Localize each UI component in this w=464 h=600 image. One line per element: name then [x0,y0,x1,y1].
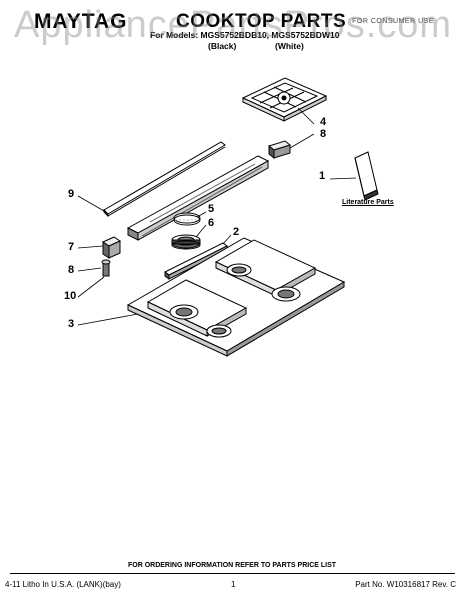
cooktop-drawing [126,237,346,357]
corner-note: FOR CONSUMER USE [352,18,434,25]
page-number: 1 [231,580,236,589]
callout-1: 1 [319,170,326,182]
brand-logo: MAYTAG [34,10,128,33]
callout-4: 4 [320,116,327,128]
screw-drawing [101,259,111,277]
models-line: For Models: MGS5752BDB10, MGS5752BDW10 [150,30,340,40]
part-number: Part No. W10316817 Rev. C [355,580,456,589]
grate-drawing [241,77,328,122]
callout-7: 7 [68,241,75,253]
ordering-note: FOR ORDERING INFORMATION REFER TO PARTS … [127,562,337,569]
footer-divider [10,573,455,574]
callout-8-bottom: 8 [68,264,75,276]
watermark: AppliancePartsPros.com [14,4,453,46]
callout-8-top: 8 [320,128,327,140]
color-white-label: (White) [275,41,304,51]
callout-2: 2 [233,226,240,238]
bracket-drawing [101,236,122,259]
callout-5: 5 [208,203,215,215]
literature-drawing [354,151,379,201]
page-title: COOKTOP PARTS [176,11,347,32]
endcap-top-drawing [267,140,292,160]
burner-head-drawing [171,234,201,250]
callout-9: 9 [68,188,75,200]
trim-strip-drawing [103,141,226,218]
leader-lines [77,107,357,326]
callout-3: 3 [68,318,75,330]
callout-6: 6 [208,217,215,229]
footer-print-info: 4-11 Litho In U.S.A. (LANK)(bay) [5,580,121,589]
color-black-label: (Black) [208,41,237,51]
igniter-strip-drawing [164,242,228,280]
literature-parts-label: Literature Parts [342,199,394,206]
callout-10: 10 [64,290,77,302]
front-rail-drawing [126,155,270,241]
burner-cap-drawing [173,212,201,226]
